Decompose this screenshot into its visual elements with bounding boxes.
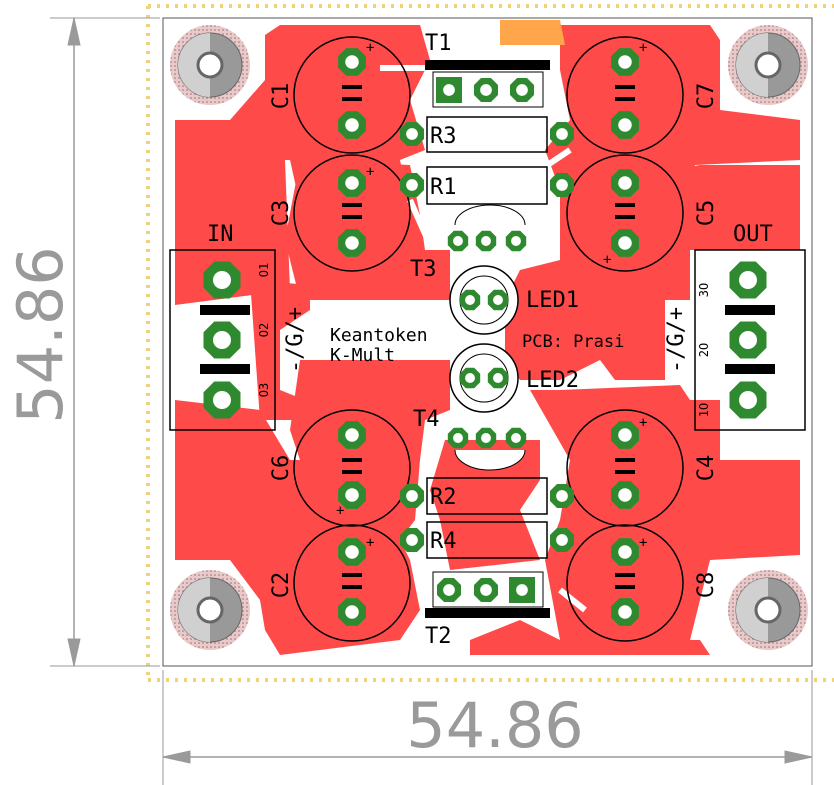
pad-hole (213, 391, 231, 409)
label-R3: R3 (430, 124, 457, 149)
in-pin-3: O3 (257, 383, 271, 397)
pad-hole (406, 490, 418, 502)
pad-hole (481, 433, 491, 443)
label-C2: C2 (269, 572, 294, 599)
label-R4: R4 (430, 529, 457, 554)
pad-hole (556, 128, 568, 140)
pad-hole (465, 295, 475, 305)
pad-hole (480, 584, 492, 596)
pad-hole (618, 118, 632, 132)
pad-hole (739, 271, 757, 289)
label-C1: C1 (269, 83, 294, 110)
pad-hole (443, 584, 455, 596)
mounting-holes (170, 25, 808, 650)
out-pin-3: 3O (697, 283, 711, 297)
pad-hole (345, 545, 359, 559)
pad-hole (481, 236, 491, 246)
label-R1: R1 (430, 175, 457, 200)
pad-hole (618, 176, 632, 190)
pad-hole (618, 428, 632, 442)
pad-hole (406, 179, 418, 191)
pad-hole (453, 433, 463, 443)
label-LED1: LED1 (526, 288, 579, 313)
pad-hole (345, 55, 359, 69)
pad-hole (516, 84, 528, 96)
pad-hole (453, 236, 463, 246)
in-pin-2: O2 (257, 323, 271, 337)
out-pin-1: 1O (697, 403, 711, 417)
brand-text: Keantoken (330, 325, 428, 346)
pad-hole (556, 490, 568, 502)
plus-sign: + (639, 535, 647, 551)
pad-hole (739, 391, 757, 409)
out-polarity: -/G/+ (664, 307, 689, 373)
in-polarity: -/G/+ (283, 307, 308, 373)
pad-hole (443, 84, 455, 96)
pad-hole (618, 545, 632, 559)
label-T4: T4 (413, 407, 440, 432)
pad-hole (516, 584, 528, 596)
capacitor-outlines (293, 36, 684, 642)
label-T1: T1 (425, 31, 452, 56)
pad-hole (345, 428, 359, 442)
label-C7: C7 (694, 83, 719, 110)
pad-hole (556, 534, 568, 546)
led-outlines (449, 265, 519, 413)
pad-hole (556, 179, 568, 191)
pad-hole (618, 236, 632, 250)
pad-hole (618, 605, 632, 619)
label-C5: C5 (694, 200, 719, 227)
plus-markers: + + + + + + + + (336, 40, 647, 551)
height-dimension: 54.86 (4, 246, 77, 424)
pad-hole (511, 236, 521, 246)
transistor-bodies (425, 60, 550, 618)
in-pin-1: O1 (257, 263, 271, 277)
pad-hole (406, 534, 418, 546)
pad-hole (493, 373, 503, 383)
width-dimension: 54.86 (406, 689, 584, 762)
resistor-outlines (426, 116, 548, 559)
pad-hole (213, 331, 231, 349)
pcb-text: PCB: Prasi (522, 332, 624, 352)
label-LED2: LED2 (526, 368, 579, 393)
label-in: IN (207, 222, 234, 247)
label-out: OUT (733, 222, 773, 247)
label-C3: C3 (269, 200, 294, 227)
capacitor-bodies (342, 85, 635, 589)
pad-hole (345, 118, 359, 132)
pad-hole (511, 433, 521, 443)
out-pin-2: 2O (697, 343, 711, 357)
pad-hole (618, 488, 632, 502)
pad-hole (618, 55, 632, 69)
label-R2: R2 (430, 485, 457, 510)
pad-hole (345, 488, 359, 502)
plus-sign: + (336, 503, 344, 519)
pad-hole (345, 236, 359, 250)
pad-hole (345, 176, 359, 190)
label-C4: C4 (694, 455, 719, 482)
label-C6: C6 (269, 455, 294, 482)
pad-hole (493, 295, 503, 305)
plus-sign: + (366, 535, 374, 551)
plus-sign: + (639, 415, 647, 431)
pad-hole (465, 373, 475, 383)
label-T3: T3 (410, 257, 437, 282)
pad-hole (213, 271, 231, 289)
plus-sign: + (603, 252, 611, 268)
pad-hole (480, 84, 492, 96)
dimension-lines (50, 17, 813, 785)
pad-hole (345, 605, 359, 619)
terminal-blocks (169, 249, 806, 431)
pad-hole (739, 331, 757, 349)
plus-sign: + (639, 40, 647, 56)
label-T2: T2 (425, 624, 452, 649)
plus-sign: + (366, 164, 374, 180)
pads (203, 48, 767, 626)
label-C8: C8 (694, 572, 719, 599)
product-text: K-Mult (330, 345, 395, 366)
pad-hole (406, 128, 418, 140)
plus-sign: + (366, 40, 374, 56)
